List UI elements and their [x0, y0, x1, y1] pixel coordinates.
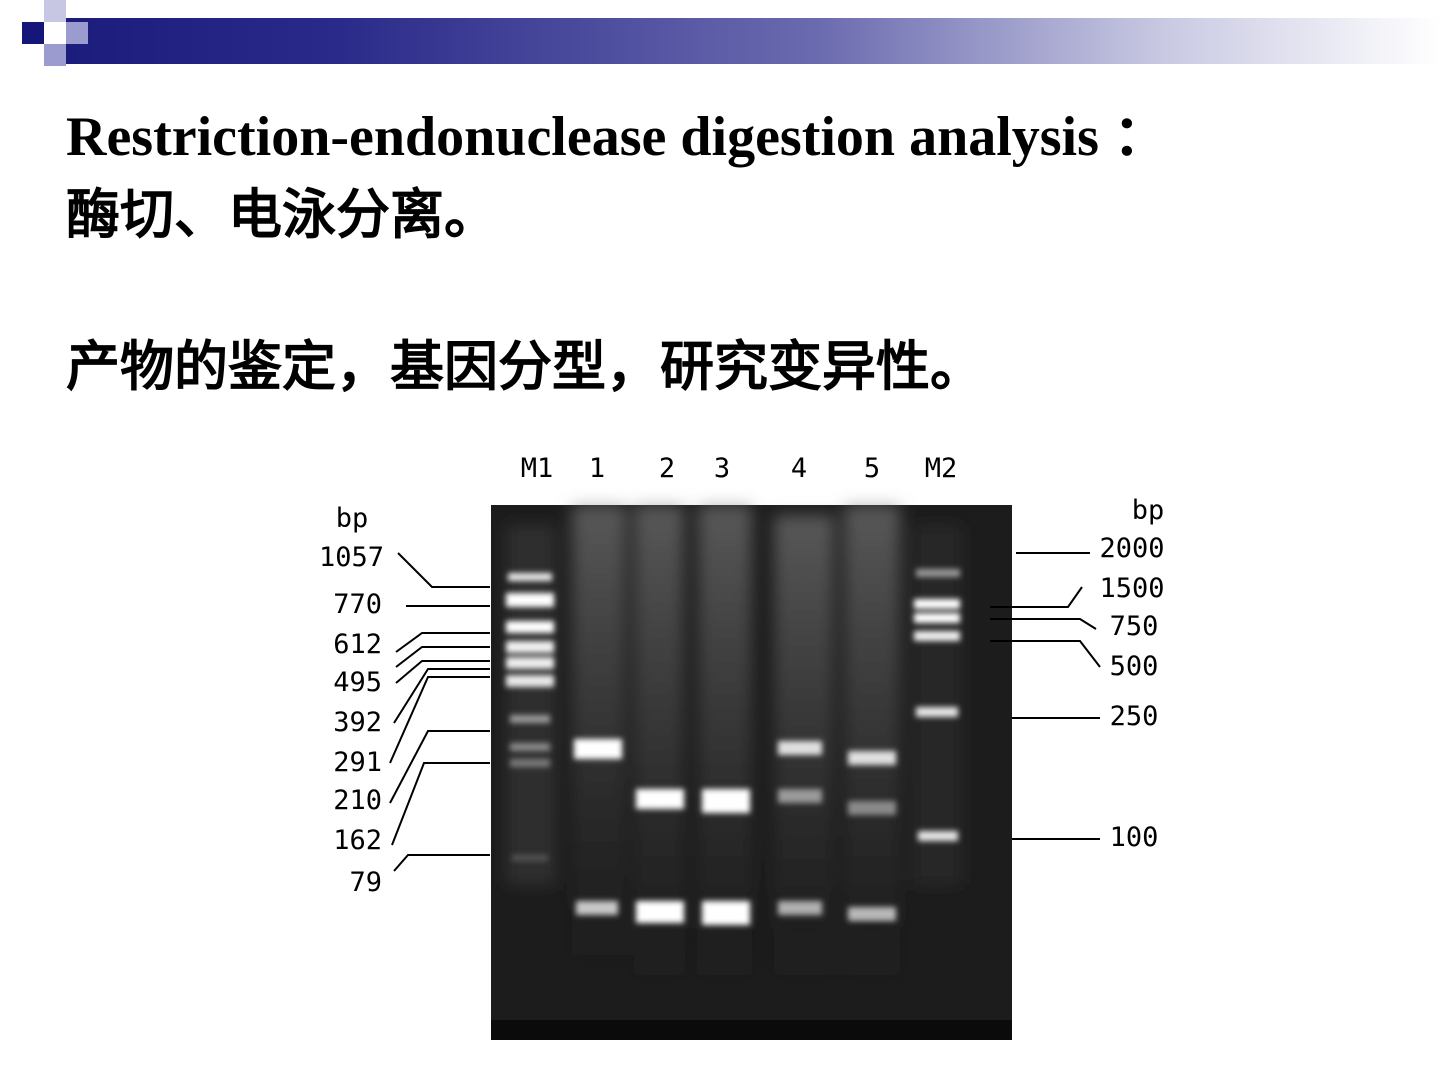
gel-figure-svg: M1 1 2 3 4 5 M2 bp bp 1057 770 612 495 3…	[319, 453, 1165, 1040]
right-marker-label: 2000	[1099, 533, 1164, 564]
left-leader-lines	[389, 552, 490, 872]
m1-ladder-bands	[506, 573, 554, 861]
left-marker-label: 495	[333, 667, 382, 698]
right-unit-label: bp	[1132, 495, 1165, 526]
right-marker-label: 250	[1110, 701, 1159, 732]
lane-label-4: 4	[791, 453, 807, 484]
left-marker-label: 392	[333, 707, 382, 738]
header-square-decoration	[44, 0, 66, 22]
header-square-decoration	[22, 22, 44, 44]
left-marker-label: 1057	[319, 542, 384, 573]
header-gradient-bar	[64, 18, 1440, 64]
lane-label-1: 1	[589, 453, 605, 484]
header-square-decoration	[44, 44, 66, 66]
right-marker-label: 750	[1110, 611, 1159, 642]
left-marker-label: 210	[333, 785, 382, 816]
left-marker-label: 291	[333, 747, 382, 778]
left-marker-label: 162	[333, 825, 382, 856]
gel-bottom-edge	[491, 1020, 1012, 1040]
left-unit-label: bp	[336, 503, 369, 534]
header-square-decoration	[66, 22, 88, 44]
right-marker-label: 100	[1110, 822, 1159, 853]
lane-smears	[506, 505, 962, 975]
m2-ladder-bands	[914, 569, 960, 841]
right-leader-lines	[990, 552, 1101, 840]
slide-title-english: Restriction-endonuclease digestion analy…	[66, 106, 1169, 168]
lane-label-m2: M2	[925, 453, 958, 484]
lane-label-3: 3	[714, 453, 730, 484]
right-marker-label: 500	[1110, 651, 1159, 682]
lane-label-5: 5	[864, 453, 880, 484]
right-marker-label: 1500	[1099, 573, 1164, 604]
left-marker-label: 79	[349, 867, 382, 898]
left-marker-label: 770	[333, 589, 382, 620]
left-marker-label: 612	[333, 629, 382, 660]
lane-label-2: 2	[659, 453, 675, 484]
sample-bands	[574, 739, 896, 925]
lane-label-m1: M1	[521, 453, 554, 484]
header-square-decoration	[44, 22, 66, 44]
gel-electrophoresis-figure: M1 1 2 3 4 5 M2 bp bp 1057 770 612 495 3…	[300, 445, 1190, 1055]
slide-subtitle-chinese: 产物的鉴定，基因分型，研究变异性。	[66, 335, 984, 398]
slide-title-chinese: 酶切、电泳分离。	[66, 183, 498, 246]
